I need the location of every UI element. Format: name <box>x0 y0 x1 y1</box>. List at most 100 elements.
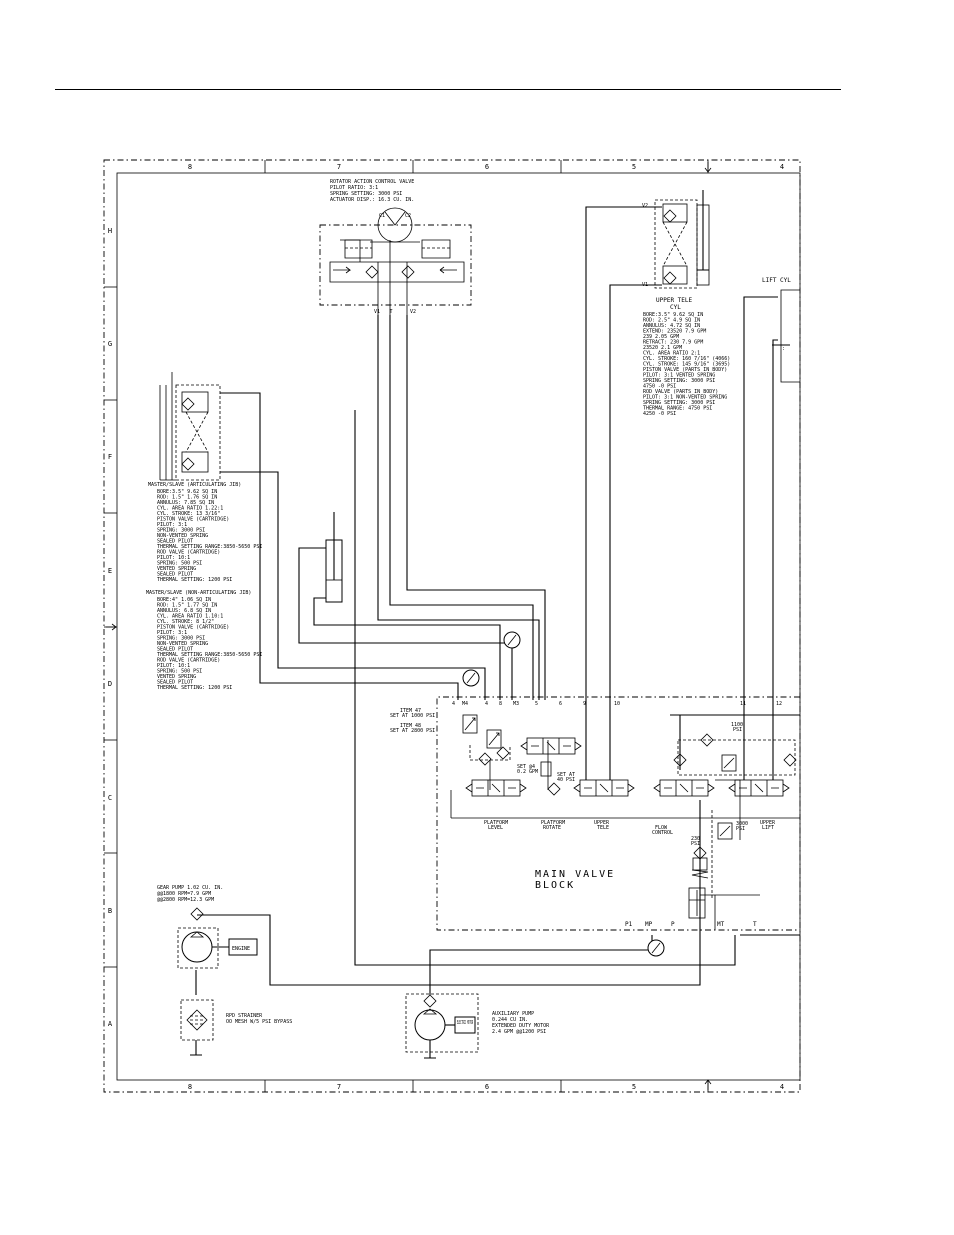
col-label: 7 <box>337 163 341 171</box>
spec-line: THERMAL RANGE: 4750 PSI <box>643 406 712 412</box>
ms-art-title: MASTER/SLAVE (ARTICULATING JIB) <box>148 482 241 488</box>
spec-line: PILOT: 3:1 <box>157 522 187 528</box>
spec-line: PILOT: 3:1 VENTED SPRING <box>643 373 715 379</box>
spec-line: 4250 -0 PSI <box>643 411 676 417</box>
section-platform-level: LEVEL <box>488 825 503 831</box>
auxiliary-pump: ELECTRIC MOTOR AUXILIARY PUMP 0.244 CU I… <box>405 993 550 1059</box>
electric-motor-label: ELECTRIC MOTOR <box>457 1020 473 1026</box>
gear-pump-spec: @@1800 RPM=7.9 GPM <box>157 891 211 897</box>
set-psi-2: 40 PSI <box>557 777 575 783</box>
spec-line: SEALED PILOT <box>157 680 193 686</box>
master-slave-articulating: MASTER/SLAVE (ARTICULATING JIB) BORE:3.5… <box>148 372 262 583</box>
set-gpm-2: 0.2 GPM <box>517 769 538 775</box>
spec-line: SEALED PILOT <box>157 647 193 653</box>
spec-line: SEALED PILOT <box>157 572 193 578</box>
header-rule <box>55 89 841 90</box>
rotator-spec: ACTUATOR DISP.: 16.3 CU. IN. <box>330 197 414 203</box>
col-label: 5 <box>632 1083 636 1091</box>
spec-line: 23520 2.1 GPM <box>643 345 682 351</box>
spec-line: VENTED SPRING <box>157 566 196 572</box>
spec-line: PILOT: 10:1 <box>157 663 190 669</box>
main-valve-title: BLOCK <box>535 880 575 891</box>
col-label: 8 <box>188 163 192 171</box>
spec-line: EXTEND: 23520 7.9 GPM <box>643 329 706 335</box>
item-47: ITEM 47 <box>400 708 421 714</box>
strainer-spec: OO MESH W/5 PSI BYPASS <box>226 1019 292 1025</box>
strainer: RPD STRAINER OO MESH W/5 PSI BYPASS <box>180 999 292 1041</box>
gear-pump-spec: @@2800 RPM=12.3 GPM <box>157 897 214 903</box>
ms-nonart-title: MASTER/SLAVE (NON-ARTICULATING JIB) <box>146 590 251 596</box>
row-label: H <box>108 227 112 235</box>
upper-tele-v2: V2 <box>642 203 648 209</box>
spec-line: CYL. AREA RATIO 2:1 <box>643 351 700 357</box>
row-labels: H G F E D C B A <box>108 227 113 1028</box>
rotator-spec: SPRING SETTING: 3000 PSI <box>330 191 402 197</box>
pressure-gauge-mp <box>647 939 665 957</box>
port-mp: MP <box>645 921 653 928</box>
port-label: 8 <box>499 701 502 707</box>
slave-cylinder <box>325 512 343 603</box>
column-labels-bottom: 8 7 6 5 4 <box>188 1083 784 1091</box>
relief-230-psi: PSI <box>691 841 700 847</box>
spec-line: PILOT: 10:1 <box>157 555 190 561</box>
port-label: 6 <box>559 701 562 707</box>
main-valve-block: 4 M4 4 8 M3 5 6 9 10 11 12 ITEM 47 SET A… <box>390 696 800 931</box>
aux-pump-spec: 2.4 GPM @@1200 PSI <box>492 1029 546 1035</box>
spec-line: THERMAL SETTING RANGE:3850-5650 PSI <box>157 544 262 550</box>
spec-line: VENTED SPRING <box>157 674 196 680</box>
spec-line: CYL. STROKE: 13 3/16" <box>157 511 220 517</box>
aux-pump-spec: AUXILIARY PUMP <box>492 1011 534 1017</box>
col-label: 8 <box>188 1083 192 1091</box>
section-flow-control: CONTROL <box>652 830 673 836</box>
drawing-border <box>103 159 801 1093</box>
spec-line: SPRING SETTING: 3000 PSI <box>643 400 715 406</box>
column-labels-top: 8 7 6 5 4 <box>188 163 784 171</box>
strainer-spec: RPD STRAINER <box>226 1013 263 1019</box>
port-c2: C2 <box>405 213 411 219</box>
row-label: F <box>108 453 112 461</box>
aux-pump-spec: 0.244 CU IN. <box>492 1017 528 1023</box>
port-label: 10 <box>614 701 620 707</box>
spec-line: ROD: 1.5" 1.77 SQ IN <box>157 603 217 609</box>
spec-line: PISTON VALVE (PARTS IN BODY) <box>643 367 727 373</box>
engine-label: ENGINE <box>232 946 250 952</box>
section-platform-level: PLATFORM <box>484 820 508 826</box>
relief-1100-psi: PSI <box>733 727 742 733</box>
spec-line: NON-VENTED SPRING <box>157 641 208 647</box>
port-t: T <box>753 921 757 928</box>
port-label: M3 <box>513 701 519 707</box>
upper-tele-cylinder: V2 V1 UPPER TELE CYL <box>642 190 710 311</box>
port-label: 11 <box>740 701 746 707</box>
relief-1100: 1100 <box>731 722 743 728</box>
pressure-gauge-upper <box>503 631 521 649</box>
section-upper-tele: UPPER <box>594 820 610 826</box>
spec-line: SPRING: 500 PSI <box>157 669 202 675</box>
col-label: 5 <box>632 163 636 171</box>
section-upper-lift: LIFT <box>762 825 774 831</box>
spec-line: 239 2.05 GPM <box>643 334 679 340</box>
spec-line: CYL. AREA RATIO 1.22:1 <box>157 506 223 512</box>
col-label: 4 <box>780 163 784 171</box>
spec-line: THERMAL SETTING: 1200 PSI <box>157 577 232 583</box>
spec-line: NON-VENTED SPRING <box>157 533 208 539</box>
port-v2: V2 <box>410 309 416 315</box>
col-label: 4 <box>780 1083 784 1091</box>
spec-line: PISTON VALVE (CARTRIDGE) <box>157 517 229 523</box>
spec-line: SEALED PILOT <box>157 539 193 545</box>
section-platform-rotate: PLATFORM <box>541 820 565 826</box>
section-upper-tele: TELE <box>597 825 609 831</box>
section-upper-lift: UPPER <box>760 820 776 826</box>
spec-line: ANNULUS: 7.85 SQ IN <box>157 500 214 506</box>
spec-line: ROD: 1.5" 1.76 SQ IN <box>157 495 217 501</box>
lift-cylinder: LIFT CYL : <box>762 277 800 383</box>
spec-line: THERMAL SETTING RANGE:3850-5650 PSI <box>157 652 262 658</box>
port-label: 12 <box>776 701 782 707</box>
spec-line: BORE:4" 1.06 SQ IN <box>157 597 211 603</box>
section-platform-rotate: ROTATE <box>543 825 561 831</box>
port-p1: P1 <box>625 921 633 928</box>
section-flow-control: FLOW <box>655 825 668 831</box>
port-label: 4 <box>485 701 488 707</box>
spec-line: PILOT: 3:1 NON-VENTED SPRING <box>643 395 727 401</box>
spec-line: ROD: 2.5" 4.9 SQ IN <box>643 318 700 324</box>
